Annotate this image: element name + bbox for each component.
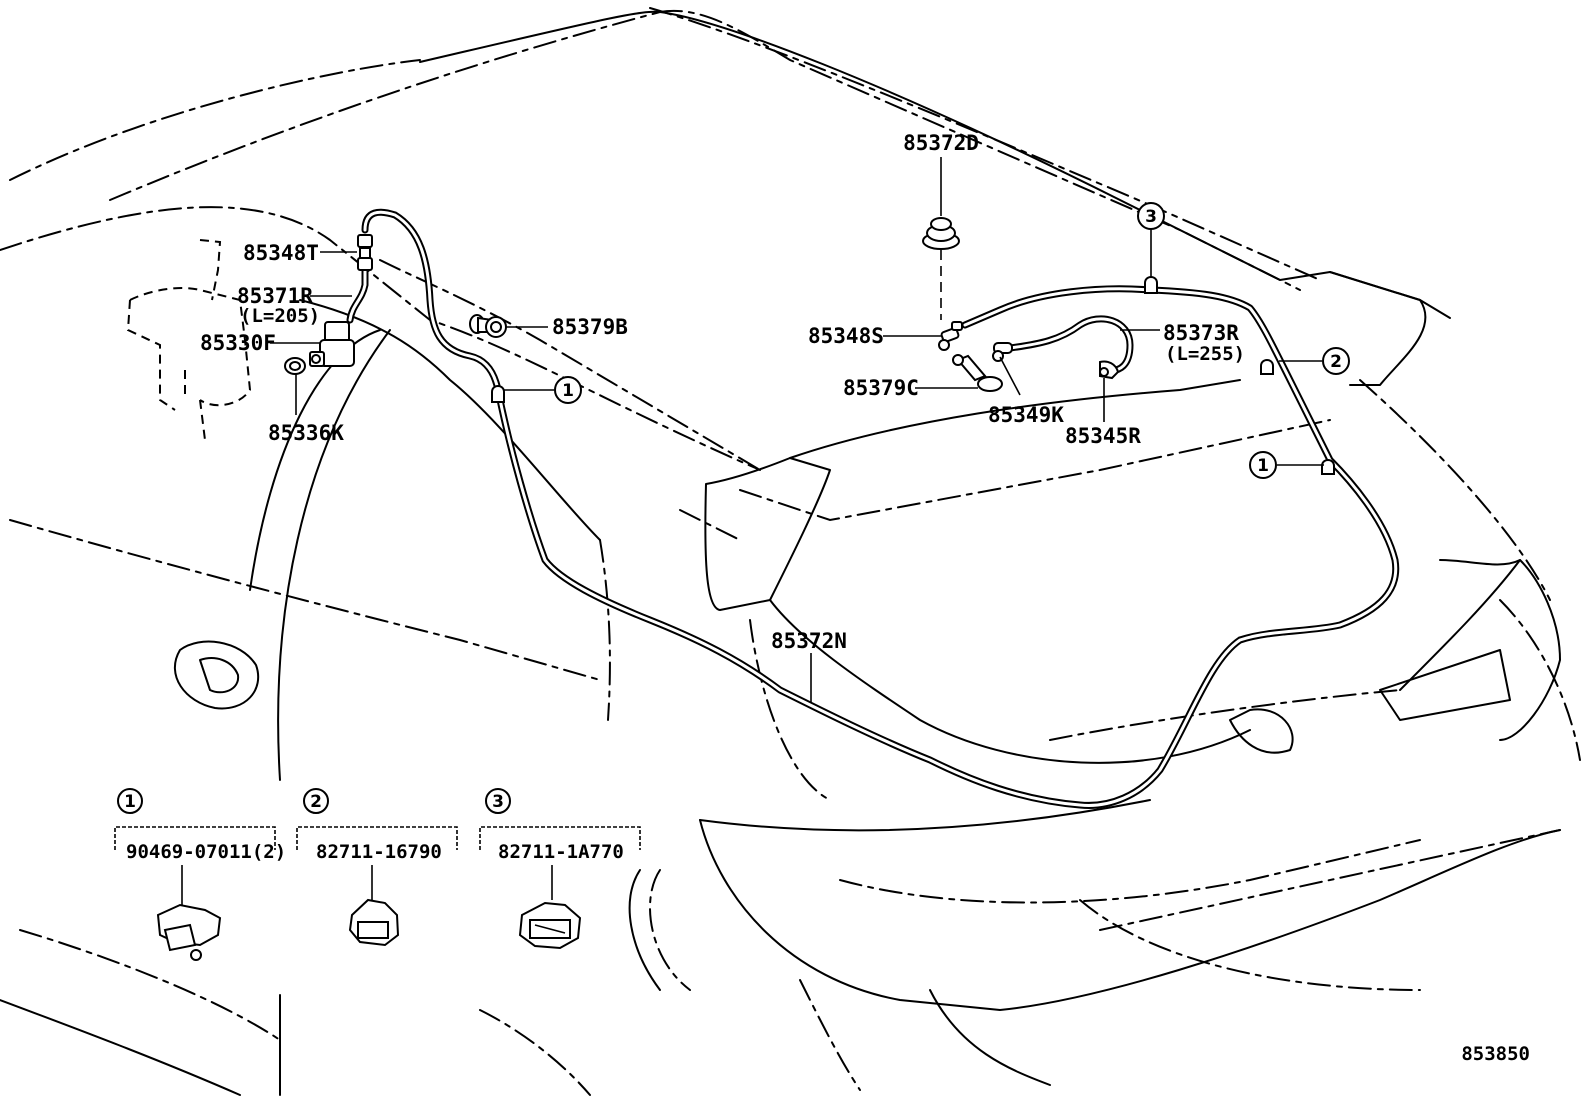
washer-hose-85373R: [1006, 315, 1134, 374]
washer-pump-85330F: [309, 321, 355, 367]
legend-part-number-3: 82711-1A770: [498, 841, 624, 863]
label-85379C: 85379C: [843, 376, 919, 400]
part-labels: 85372D 85348T 85371R (L=205) 85330F 8533…: [200, 131, 1245, 653]
label-85373R: 85373R: [1163, 321, 1239, 345]
clamp-1-right: [1321, 459, 1335, 475]
legend-part-number-2: 82711-16790: [316, 841, 442, 863]
callout-circle-1-left: 1: [554, 376, 582, 404]
legend-item-3: 3 82711-1A770: [479, 788, 641, 950]
connector-85348S: [938, 321, 963, 351]
legend-item-2: 2 82711-16790: [296, 788, 458, 947]
clamp-2: [1260, 359, 1274, 375]
callout-circle-1-right: 1: [1249, 451, 1277, 479]
svg-text:1: 1: [562, 381, 574, 401]
label-85348T: 85348T: [243, 241, 319, 265]
label-85345R: 85345R: [1065, 424, 1141, 448]
svg-text:2: 2: [310, 792, 322, 812]
label-85379B: 85379B: [552, 315, 628, 339]
svg-text:3: 3: [492, 792, 504, 812]
label-85371R: 85371R: [237, 284, 313, 308]
legend-item-1: 1 90469-07011(2): [114, 788, 286, 961]
connector-85349K: [992, 342, 1013, 362]
label-85336K: 85336K: [268, 421, 344, 445]
grommet-85336K: [284, 357, 306, 375]
grommet-85372D: [922, 217, 960, 320]
nozzle-85345R: [1099, 360, 1120, 380]
callout-circle-2: 2: [1322, 347, 1350, 375]
label-85373R-length: (L=255): [1165, 343, 1245, 365]
nozzle-85379C: [952, 354, 1003, 392]
callout-circle-3: 3: [1137, 202, 1165, 230]
washer-hose-85371R: [346, 261, 369, 324]
clamp-3: [1144, 276, 1158, 294]
label-85348S: 85348S: [808, 324, 884, 348]
svg-text:2: 2: [1330, 352, 1342, 372]
leader-lines: [270, 157, 1324, 702]
joint-85379B: [469, 314, 507, 338]
label-85372N: 85372N: [771, 629, 847, 653]
label-85349K: 85349K: [988, 403, 1064, 427]
clamp-1-left: [491, 385, 505, 403]
figure-code: 853850: [1461, 1043, 1530, 1065]
label-85372D: 85372D: [903, 131, 979, 155]
washer-tank-outline: [126, 239, 252, 441]
label-85330F: 85330F: [200, 331, 276, 355]
vehicle-body-outline: [0, 7, 1581, 1096]
washer-hose-85372N: [361, 208, 1400, 809]
svg-text:1: 1: [1257, 456, 1269, 476]
label-85371R-length: (L=205): [240, 305, 320, 327]
svg-text:3: 3: [1145, 207, 1157, 227]
svg-text:1: 1: [124, 792, 136, 812]
legend-part-number-1: 90469-07011(2): [126, 841, 286, 863]
connector-85348T: [357, 234, 373, 271]
